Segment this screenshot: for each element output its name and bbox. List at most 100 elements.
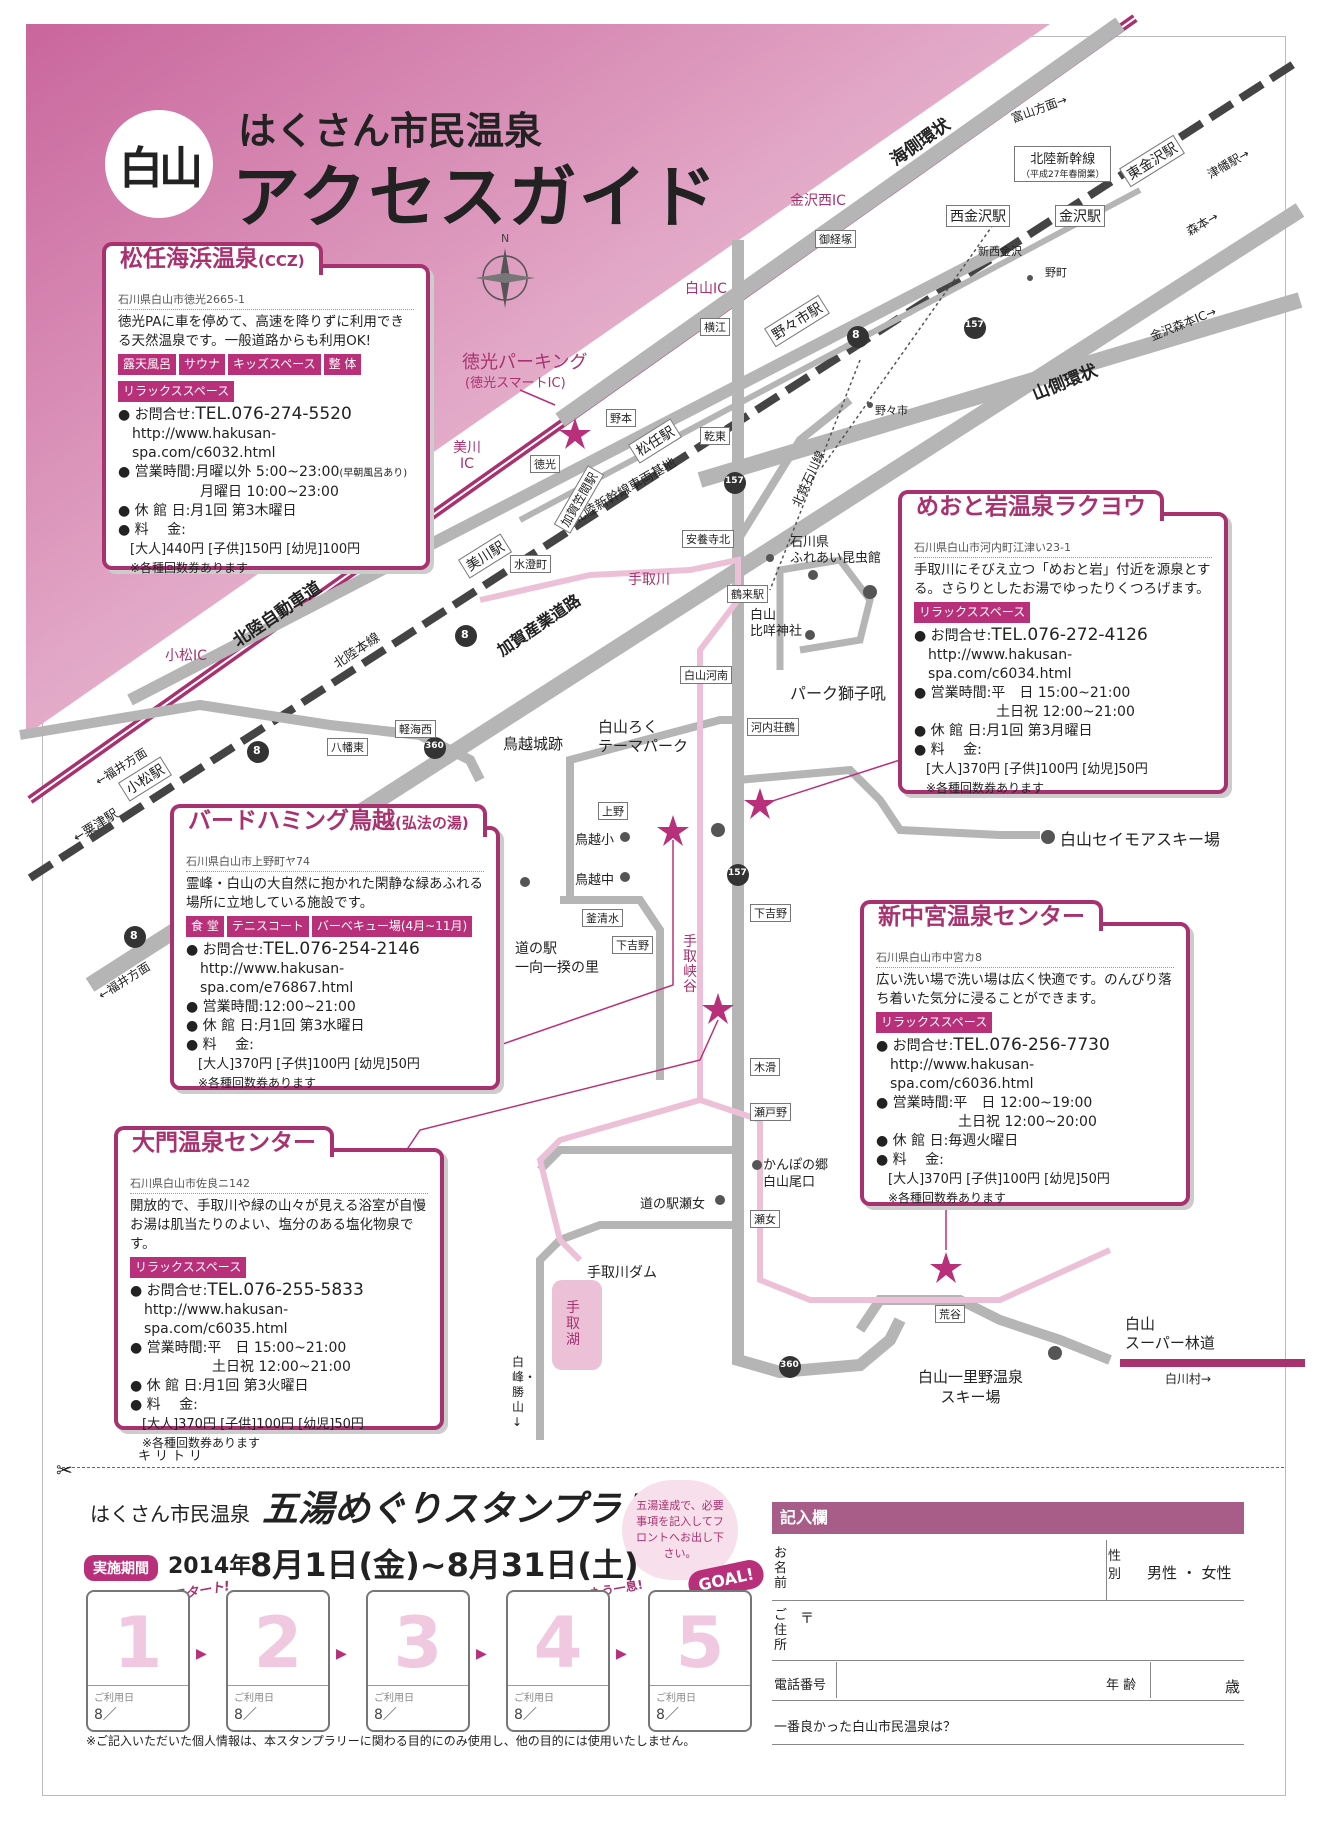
- card-meoto-tel[interactable]: TEL.076-272-4126: [991, 625, 1148, 645]
- place-box: 木滑: [750, 1058, 780, 1076]
- svg-text:N: N: [501, 232, 509, 245]
- form-sex-options[interactable]: 男性 ・ 女性: [1147, 1564, 1232, 1582]
- card-meoto-note: ※各種回数券あります: [926, 781, 1045, 795]
- card-ccz-title: 松任海浜温泉(CCZ): [102, 242, 323, 275]
- komatsu-ic: 小松IC: [165, 648, 207, 664]
- star-bird: [657, 815, 689, 846]
- shirakawa-direction: 白川村→: [1165, 1372, 1212, 1386]
- card-ccz-hours2: 月曜日 10:00~23:00: [200, 484, 339, 500]
- form-postal-mark[interactable]: 〒: [800, 1611, 814, 1627]
- card-bird-desc: 霊峰・白山の大自然に抱かれた閑静な緑あふれる場所に立地している施設です。: [186, 876, 483, 911]
- hime-shrine-label: 白山 比咩神社: [750, 608, 803, 639]
- form-address-row: ご住所 〒: [772, 1602, 1244, 1661]
- star-daimon: [702, 993, 734, 1024]
- tedori-lake-label: 手取湖: [566, 1300, 580, 1348]
- card-bird-fee: [大人]370円 [子供]100円 [幼児]50円: [198, 1057, 420, 1072]
- station-nishi-kanazawa: 西金沢駅: [946, 205, 1010, 227]
- place-box: 白山河南: [680, 666, 732, 684]
- feature-tag: 露天風呂: [118, 354, 177, 375]
- torigoe-castle-label: 鳥越城跡: [503, 735, 564, 753]
- cut-line: [62, 1467, 1284, 1468]
- card-meoto-fee: [大人]370円 [子供]100円 [幼児]50円: [926, 762, 1148, 777]
- route8-label-3: 8: [253, 744, 261, 757]
- card-daimon-title: 大門温泉センター: [114, 1126, 334, 1157]
- stamp-number: 5: [675, 1602, 725, 1684]
- card-meoto-hours2: 土日祝 12:00~21:00: [996, 704, 1135, 720]
- card-daimon: 大門温泉センター 石川県白山市佐良ニ142 開放的で、手取川や緑の山々が見える浴…: [114, 1126, 444, 1450]
- form-sex-label: 性別: [1108, 1549, 1122, 1582]
- card-ccz-url[interactable]: http://www.hakusan-spa.com/c6032.html: [132, 426, 277, 461]
- place-box: 八幡東: [327, 738, 368, 756]
- form-name-input[interactable]: [794, 1540, 1074, 1598]
- place-box: 水澄町: [510, 555, 551, 573]
- card-bird: バードハミング鳥越(弘法の湯) 石川県白山市上野町ヤ74 霊峰・白山の大自然に抱…: [170, 804, 500, 1090]
- arrow-right-icon: ▶: [196, 1646, 207, 1662]
- super-rindo-label: 白山 スーパー林道: [1125, 1315, 1215, 1352]
- star-meoto: [744, 788, 776, 819]
- place-box: 下吉野: [612, 936, 653, 954]
- header-title: アクセスガイド: [232, 159, 719, 238]
- route157-label: 157: [965, 320, 984, 330]
- michinoeki-senami-label: 道の駅瀬女: [640, 1197, 706, 1212]
- tedori-lake: [552, 1280, 602, 1370]
- card-daimon-tel[interactable]: TEL.076-255-5833: [207, 1280, 364, 1300]
- tedori-river-label: 手取川: [628, 572, 670, 588]
- stamp-number: 3: [393, 1602, 443, 1684]
- card-shinchugu-tel[interactable]: TEL.076-256-7730: [953, 1035, 1110, 1055]
- nomachi-label: 野町: [1045, 266, 1067, 279]
- torigoe-elementary-label: 鳥越小: [575, 833, 615, 848]
- card-meoto-title: めおと岩温泉ラクヨウ: [898, 490, 1164, 521]
- route157-label-2: 157: [725, 476, 744, 486]
- card-daimon-tags: リラックススペース: [130, 1254, 428, 1281]
- star-ccz: [559, 418, 591, 449]
- form-phone-input[interactable]: [836, 1662, 1107, 1698]
- kanazawa-nishi-ic: 金沢西IC: [790, 193, 846, 209]
- seymour-ski-label: 白山セイモアスキー場: [1060, 830, 1221, 849]
- place-box: 上野: [598, 802, 628, 820]
- card-shinchugu-url[interactable]: http://www.hakusan-spa.com/c6036.html: [890, 1057, 1035, 1092]
- scissors-icon: ✂: [56, 1458, 73, 1482]
- period-label: 実施期間: [84, 1555, 158, 1581]
- card-ccz-tel[interactable]: TEL.076-274-5520: [195, 404, 352, 424]
- route-157: [732, 240, 906, 1379]
- card-bird-url[interactable]: http://www.hakusan-spa.com/e76867.html: [200, 961, 354, 996]
- card-shinchugu-note: ※各種回数券あります: [888, 1191, 1007, 1205]
- form-favorite-input[interactable]: [982, 1702, 1244, 1742]
- feature-tag: リラックススペース: [130, 1257, 247, 1278]
- card-bird-note: ※各種回数券あります: [198, 1076, 317, 1090]
- arrow-right-icon: ▶: [476, 1646, 487, 1662]
- arrow-right-icon: ▶: [616, 1646, 627, 1662]
- rally-bubble: 五湯達成で、必要事項を記入してフロントへお出し下さい。: [622, 1480, 738, 1580]
- arrow-right-icon: ▶: [336, 1646, 347, 1662]
- route360-label-2: 360: [780, 1360, 799, 1370]
- route360-label: 360: [425, 741, 444, 751]
- place-box: 野本: [606, 409, 636, 427]
- stamp-number: 1: [113, 1602, 163, 1684]
- card-daimon-address: 石川県白山市佐良ニ142: [130, 1160, 428, 1194]
- shinkansen-label: 北陸新幹線: [1030, 152, 1096, 167]
- card-daimon-desc: 開放的で、手取川や緑の山々が見える浴室が自慢お湯は肌当たりのよい、塩分のある塩化…: [130, 1198, 427, 1252]
- form-name-label: お名前: [774, 1546, 788, 1591]
- stamp-number: 4: [533, 1602, 583, 1684]
- form-age-input[interactable]: [1150, 1662, 1245, 1698]
- torigoe-junior-label: 鳥越中: [575, 873, 615, 888]
- form-age-label: 年 齢: [1106, 1678, 1137, 1693]
- card-meoto-url[interactable]: http://www.hakusan-spa.com/c6034.html: [928, 647, 1073, 682]
- kanbono-label: かんぽの郷 白山尾口: [763, 1158, 829, 1190]
- card-bird-tel[interactable]: TEL.076-254-2146: [263, 939, 420, 959]
- tokumitsu-parking: 徳光パーキング: [462, 352, 588, 373]
- place-box: 河内荘鶴: [747, 718, 799, 736]
- rally-subtitle: はくさん市民温泉: [90, 1502, 250, 1526]
- card-bird-tags: 食 堂テニスコートバーベキュー場(4月~11月): [186, 913, 484, 940]
- card-daimon-url[interactable]: http://www.hakusan-spa.com/c6035.html: [144, 1302, 289, 1337]
- card-daimon-fee: [大人]370円 [子供]100円 [幼児]50円: [142, 1417, 364, 1432]
- place-box: 荒谷: [935, 1305, 965, 1323]
